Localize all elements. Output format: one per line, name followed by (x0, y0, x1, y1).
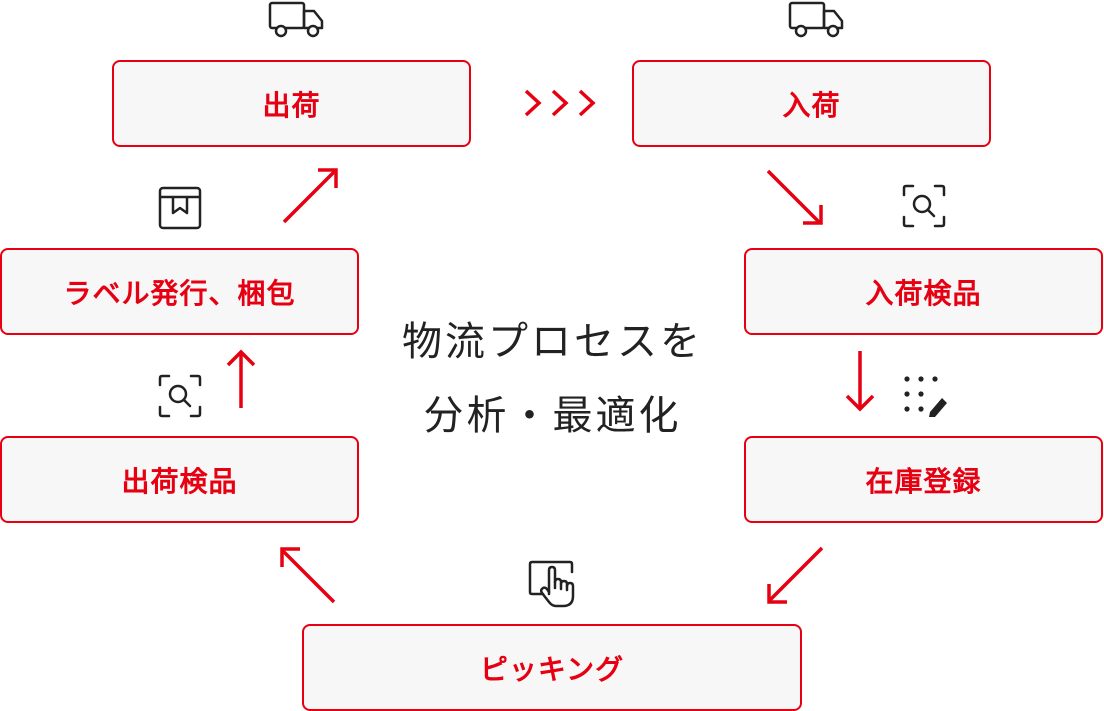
arrow-receiving-to-inspection (766, 169, 823, 225)
center-title-line2: 分析・最適化 (423, 393, 682, 439)
scan-search-icon (902, 184, 946, 232)
grid-edit-icon (902, 374, 950, 422)
step-receiving-inspection: 入荷検品 (744, 248, 1103, 335)
truck-icon (268, 0, 326, 44)
box-label-icon (158, 186, 202, 234)
hand-tap-icon (528, 560, 578, 614)
scan-search-icon (158, 374, 202, 422)
center-title-line1: 物流プロセスを (402, 319, 703, 365)
step-labeling-packing-label: ラベル発行、梱包 (63, 276, 296, 310)
step-labeling-packing: ラベル発行、梱包 (0, 248, 359, 335)
arrow-inspection-to-inventory (845, 351, 875, 412)
step-receiving-label: 入荷 (782, 88, 841, 122)
step-shipping-inspection: 出荷検品 (0, 436, 359, 523)
arrow-picking-to-shipping-inspection (280, 547, 336, 604)
arrow-shipping-inspection-to-labeling (226, 349, 256, 408)
arrow-labeling-to-shipping (282, 168, 338, 224)
step-inventory-registration-label: 在庫登録 (865, 464, 982, 498)
step-shipping-inspection-label: 出荷検品 (121, 464, 238, 498)
step-picking-label: ピッキング (479, 652, 625, 686)
step-shipping: 出荷 (112, 60, 471, 147)
truck-icon (788, 0, 846, 44)
step-inventory-registration: 在庫登録 (744, 436, 1103, 523)
triple-chevron-arrow (524, 89, 596, 117)
arrow-inventory-to-picking (767, 546, 824, 604)
step-picking: ピッキング (302, 624, 802, 711)
center-title: 物流プロセスを 分析・最適化 (380, 305, 725, 453)
step-receiving: 入荷 (632, 60, 991, 147)
step-receiving-inspection-label: 入荷検品 (865, 276, 982, 310)
step-shipping-label: 出荷 (262, 88, 321, 122)
